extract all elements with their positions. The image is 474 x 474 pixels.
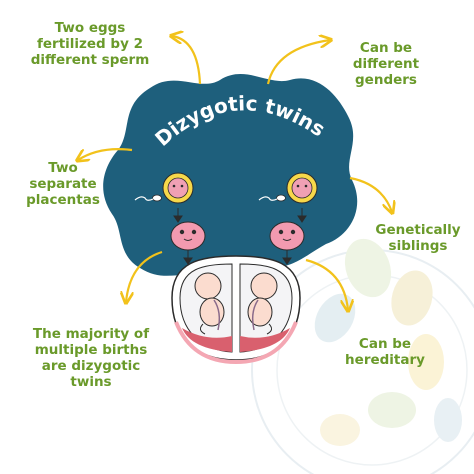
egg-icon bbox=[286, 172, 318, 204]
zygote-icon bbox=[170, 221, 206, 251]
arrow-bottom-left bbox=[126, 250, 163, 302]
arrow-mid-left bbox=[78, 148, 133, 160]
label-majority-multiple-births: The majority of multiple births are dizy… bbox=[32, 326, 150, 390]
label-separate-placentas: Two separate placentas bbox=[26, 160, 100, 208]
fetus-icon bbox=[194, 272, 225, 335]
sperm-icon bbox=[258, 194, 286, 202]
connector-arrows bbox=[78, 36, 392, 310]
down-arrow-icon bbox=[173, 208, 307, 265]
egg-icon bbox=[162, 172, 194, 204]
label-two-eggs: Two eggs fertilized by 2 different sperm bbox=[30, 20, 150, 68]
label-genetically-siblings: Genetically siblings bbox=[375, 222, 461, 254]
arrow-bottom-right bbox=[305, 258, 348, 310]
sperm-icon bbox=[134, 194, 162, 202]
label-different-genders: Can be different genders bbox=[352, 40, 420, 88]
arrow-mid-right bbox=[349, 176, 392, 212]
zygote-icon bbox=[269, 221, 305, 251]
fetus-icon bbox=[247, 272, 278, 335]
womb-icon bbox=[171, 255, 301, 365]
arrow-top-right bbox=[266, 40, 330, 85]
background-decoration bbox=[251, 238, 474, 474]
arrow-top-left bbox=[172, 36, 202, 85]
label-hereditary: Can be hereditary bbox=[345, 336, 425, 368]
